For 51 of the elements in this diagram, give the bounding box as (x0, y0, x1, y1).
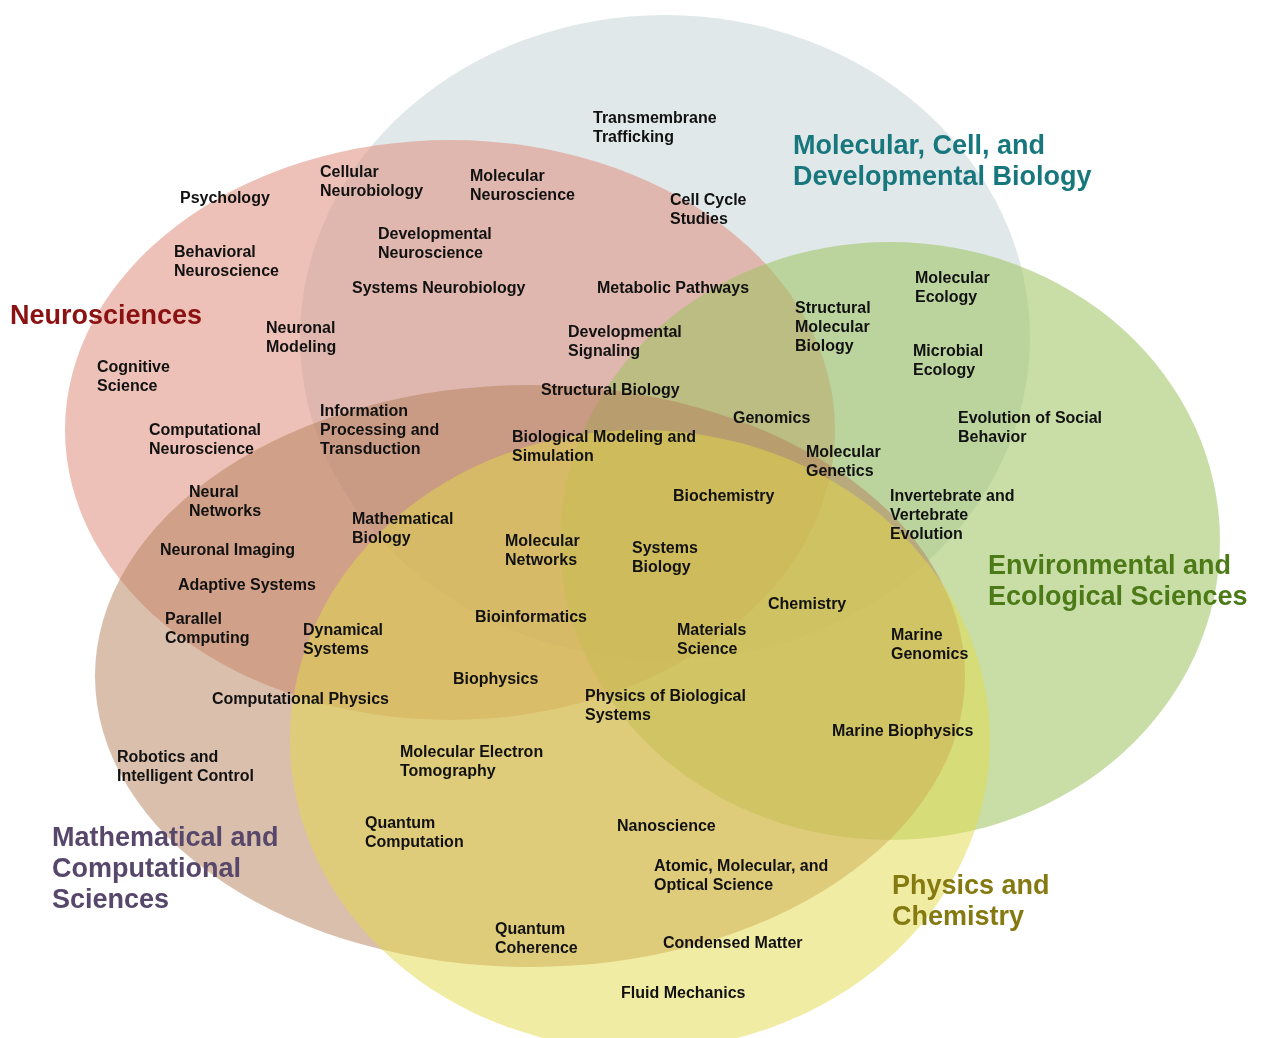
topic-label: Molecular Electron Tomography (400, 742, 545, 780)
topic-label: Cognitive Science (97, 357, 171, 395)
topic-label: Biophysics (453, 669, 539, 688)
set-title: Mathematical and Computational Sciences (52, 822, 280, 915)
topic-label: Materials Science (677, 620, 748, 658)
topic-label: Information Processing and Transduction (320, 401, 441, 458)
topic-label: Nanoscience (617, 816, 716, 835)
topic-label: Neural Networks (189, 482, 263, 520)
topic-label: Marine Biophysics (832, 721, 974, 740)
topic-label: Dynamical Systems (303, 620, 385, 658)
topic-label: Developmental Signaling (568, 322, 683, 360)
topic-label: Metabolic Pathways (597, 278, 750, 297)
topic-label: Invertebrate and Vertebrate Evolution (890, 486, 1016, 543)
topic-label: Parallel Computing (165, 609, 251, 647)
topic-label: Evolution of Social Behavior (958, 408, 1103, 446)
topic-label: Robotics and Intelligent Control (117, 747, 255, 785)
topic-label: Transmembrane Trafficking (593, 108, 718, 146)
topic-label: Computational Physics (212, 689, 389, 708)
topic-label: Structural Biology (541, 380, 680, 399)
topic-label: Adaptive Systems (178, 575, 316, 594)
topic-label: Genomics (733, 408, 811, 427)
topic-label: Fluid Mechanics (621, 983, 746, 1002)
topic-label: Neuronal Imaging (160, 540, 296, 559)
topic-label: Structural Molecular Biology (795, 298, 872, 355)
topic-label: Chemistry (768, 594, 847, 613)
topic-label: Cellular Neurobiology (320, 162, 425, 200)
topic-label: Neuronal Modeling (266, 318, 338, 356)
set-title: Molecular, Cell, and Developmental Biology (793, 130, 1093, 192)
topic-label: Atomic, Molecular, and Optical Science (654, 856, 830, 894)
topic-label: Physics of Biological Systems (585, 686, 747, 724)
topic-label: Biochemistry (673, 486, 775, 505)
topic-label: Mathematical Biology (352, 509, 455, 547)
topic-label: Microbial Ecology (913, 341, 985, 379)
topic-label: Marine Genomics (891, 625, 970, 663)
topic-label: Psychology (180, 188, 270, 207)
topic-label: Bioinformatics (475, 607, 587, 626)
topic-label: Systems Biology (632, 538, 699, 576)
topic-label: Condensed Matter (663, 933, 803, 952)
topic-label: Molecular Networks (505, 531, 581, 569)
topic-label: Quantum Coherence (495, 919, 579, 957)
set-title: Neurosciences (10, 300, 204, 331)
topic-label: Quantum Computation (365, 813, 465, 851)
topic-label: Molecular Ecology (915, 268, 991, 306)
topic-label: Behavioral Neuroscience (174, 242, 280, 280)
topic-label: Developmental Neuroscience (378, 224, 493, 262)
topic-label: Biological Modeling and Simulation (512, 427, 697, 465)
topic-label: Cell Cycle Studies (670, 190, 748, 228)
topic-label: Computational Neuroscience (149, 420, 262, 458)
topic-label: Systems Neurobiology (352, 278, 526, 297)
topic-label: Molecular Genetics (806, 442, 882, 480)
topic-label: Molecular Neuroscience (470, 166, 576, 204)
